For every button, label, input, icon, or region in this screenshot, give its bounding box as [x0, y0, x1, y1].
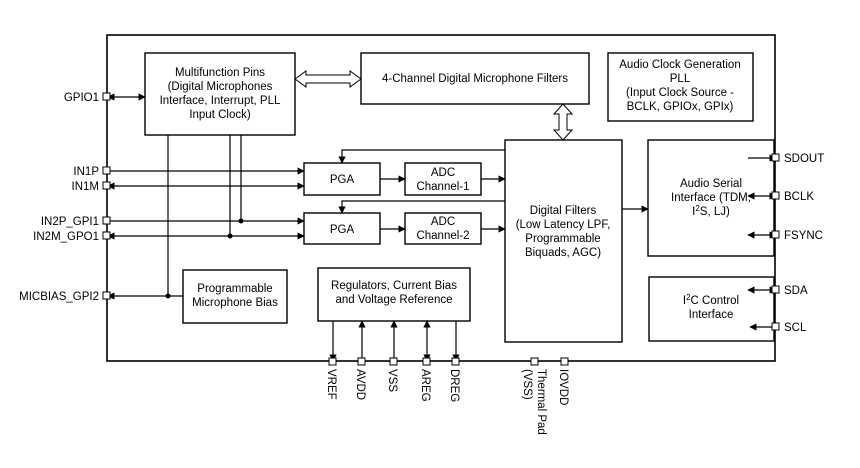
adc2-block: ADC Channel-2	[404, 212, 482, 245]
pga1-block: PGA	[303, 162, 381, 196]
mic-bias-line-2: Microphone Bias	[192, 297, 278, 309]
pin-areg: AREG	[419, 369, 431, 402]
pin-gpio1: GPIO1	[64, 92, 99, 104]
regulators-line-2: and Voltage Reference	[335, 294, 452, 306]
pin-in1p: IN1P	[73, 166, 99, 178]
adc2-line-1: ADC	[431, 216, 455, 228]
signal-chain-wiring	[338, 149, 649, 233]
digital-filters-line-3: Programmable	[525, 233, 600, 245]
pin-in2p-gpi1: IN2P_GPI1	[41, 216, 99, 228]
digital-filters-line-1: Digital Filters	[530, 205, 597, 217]
right-pin-labels: SDOUT BCLK FSYNC SDA SCL	[784, 153, 824, 334]
adc1-line-2: Channel-1	[416, 181, 469, 193]
pin-fsync: FSYNC	[784, 230, 823, 242]
mic-filters-label: 4-Channel Digital Microphone Filters	[382, 73, 568, 85]
serial-line-2: Interface (TDM,	[671, 192, 751, 204]
bus-arrow-horizontal	[294, 70, 362, 88]
pin-markers	[102, 92, 780, 366]
clock-line-1: Audio Clock Generation	[619, 59, 740, 71]
pga2-block: PGA	[303, 212, 381, 245]
pin-sda: SDA	[784, 285, 808, 297]
digital-filters-line-4: Biquads, AGC)	[525, 247, 601, 259]
clock-line-3: (Input Clock Source -	[626, 87, 734, 99]
svg-text:Digital Filters(Low Latency LP: Digital Filters (Low Latency LPF, Programm…	[516, 205, 611, 259]
regulators-block: Regulators, Current Bias and Voltage Refe…	[317, 267, 471, 322]
multifunction-line-2: (Digital Microphones	[168, 81, 273, 93]
serial-line-3: I2S, LJ)	[692, 204, 730, 218]
digital-filters-block: Digital Filters (Low Latency LPF, Programm…	[504, 139, 623, 343]
bottom-pin-labels: VREF AVDD VSS AREG DREG Thermal Pad (VSS…	[325, 369, 569, 435]
left-pin-labels: GPIO1 IN1P IN1M IN2P_GPI1 IN2M_GPO1 MICB…	[19, 92, 99, 303]
multifunction-line-1: Multifunction Pins	[175, 67, 265, 79]
i2c-block: I2C Control Interface	[648, 276, 775, 342]
pin-sdout: SDOUT	[784, 153, 824, 165]
i2c-line-1: I2C Control	[683, 293, 739, 307]
i2c-line-2: Interface	[689, 309, 734, 321]
adc1-line-1: ADC	[431, 167, 455, 179]
pin-vref: VREF	[325, 369, 337, 400]
pin-bclk: BCLK	[784, 191, 814, 203]
pin-vss: VSS	[386, 369, 398, 392]
regulators-line-1: Regulators, Current Bias	[331, 280, 457, 292]
serial-line-1: Audio Serial	[680, 178, 742, 190]
pin-iovdd: IOVDD	[557, 369, 569, 405]
mic-bias-line-1: Programmable	[197, 283, 272, 295]
clock-line-2: PLL	[670, 73, 691, 85]
mic-filters-block: 4-Channel Digital Microphone Filters	[360, 52, 590, 105]
clock-line-4: BCLK, GPIOx, GPIx)	[627, 101, 734, 113]
left-wiring	[107, 93, 305, 300]
svg-text:Multifunction Pins(Digital Mic: Multifunction Pins (Digital MicrophonesIn…	[160, 67, 281, 121]
pin-in1m: IN1M	[72, 181, 99, 193]
adc1-block: ADC Channel-1	[404, 162, 482, 196]
pin-micbias-gpi2: MICBIAS_GPI2	[19, 291, 99, 303]
pin-thermal-vss: (VSS)	[521, 369, 533, 400]
pin-dreg: DREG	[448, 369, 460, 402]
multifunction-line-4: Input Clock)	[189, 109, 251, 121]
multifunction-line-3: Interface, Interrupt, PLL	[160, 95, 281, 107]
pga2-label: PGA	[330, 224, 355, 236]
pin-in2m-gpo1: IN2M_GPO1	[33, 231, 99, 243]
bottom-wiring	[329, 320, 460, 362]
adc2-line-2: Channel-2	[416, 230, 469, 242]
pin-scl: SCL	[784, 322, 807, 334]
pin-avdd: AVDD	[354, 369, 366, 400]
pga1-label: PGA	[330, 174, 355, 186]
bus-arrow-vertical	[552, 103, 574, 141]
pin-thermal-pad: Thermal Pad	[535, 369, 547, 435]
digital-filters-line-2: (Low Latency LPF,	[516, 219, 611, 231]
